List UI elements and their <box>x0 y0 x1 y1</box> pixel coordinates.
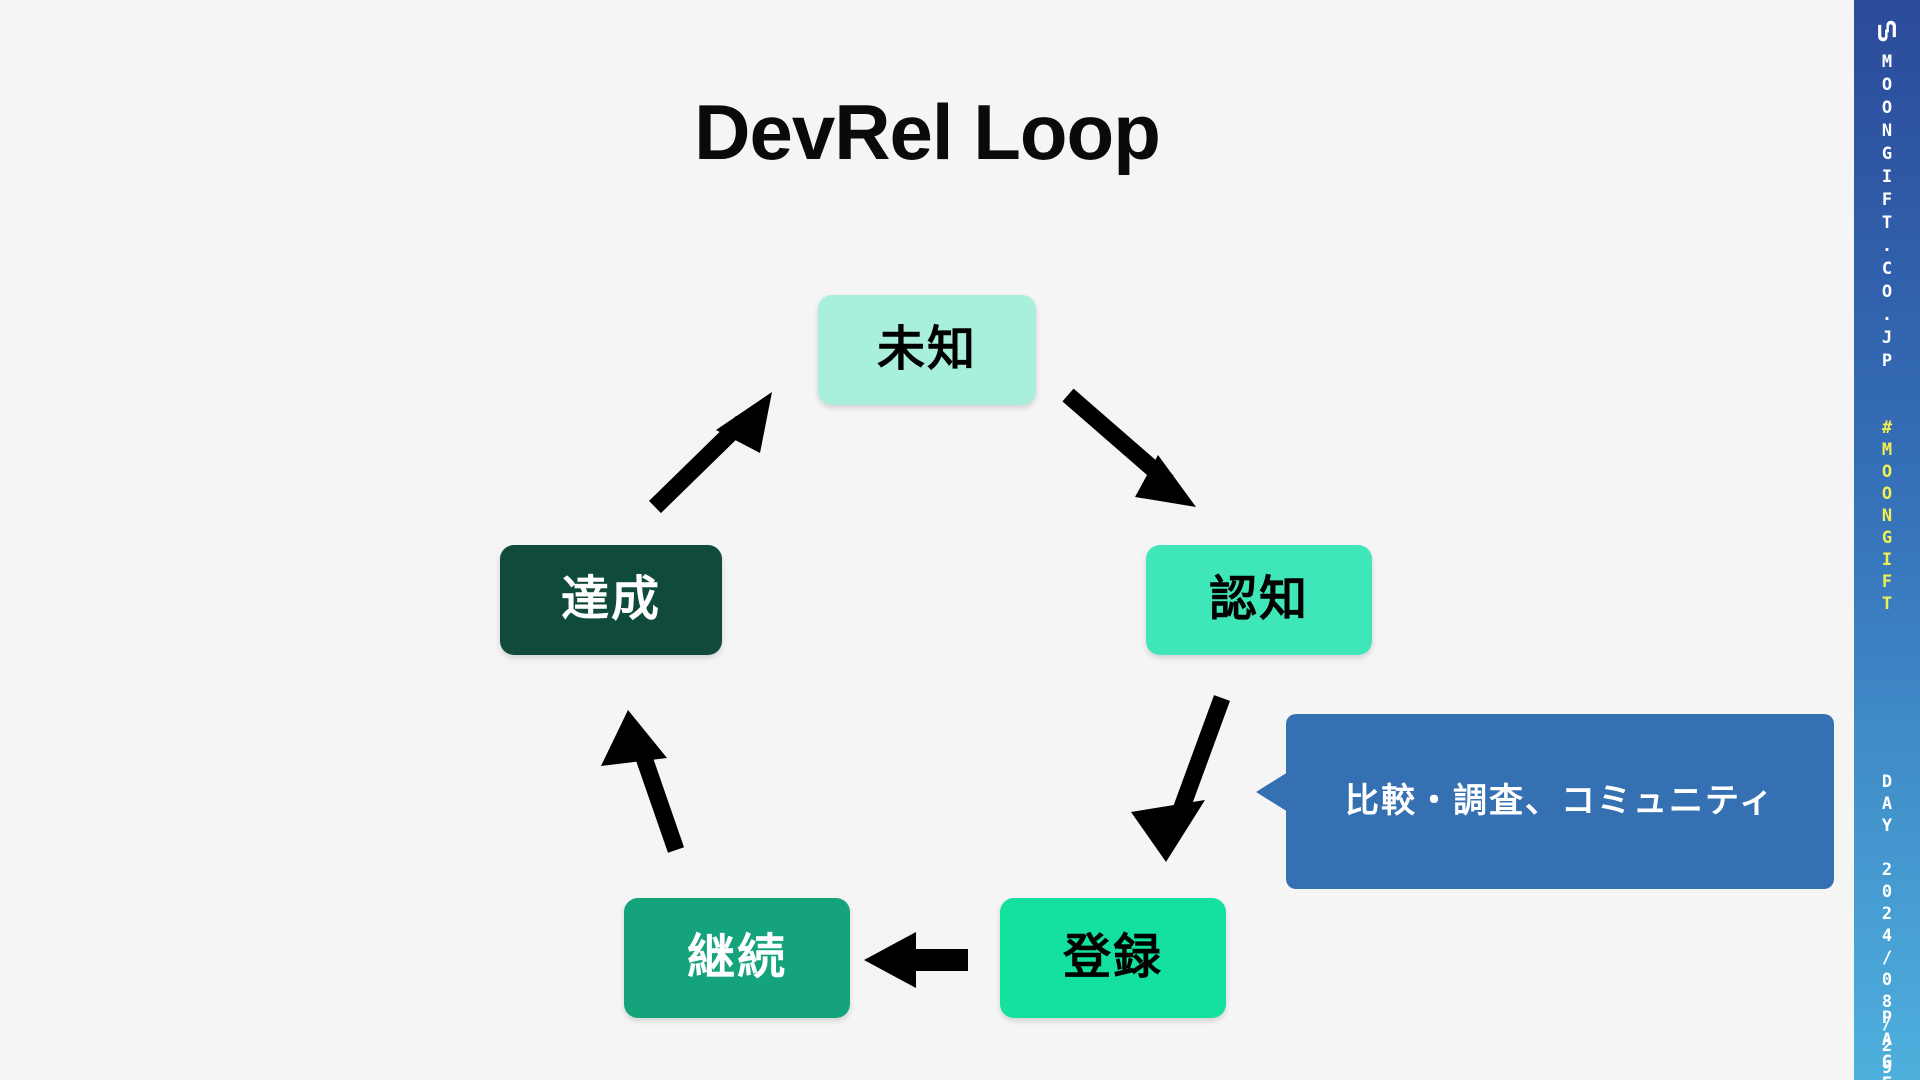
sidebar-brand-text: MOONGIFT.CO.JP <box>1877 52 1897 374</box>
sidebar-page-text: PAGE 23 / 09 <box>1877 1008 1897 1080</box>
cycle-node-ninchi[interactable]: 認知 <box>1146 545 1372 655</box>
cycle-node-label: 未知 <box>876 323 977 376</box>
moongift-logo-icon <box>1878 20 1896 42</box>
cycle-node-label: 認知 <box>1208 573 1309 626</box>
sidebar-brand-block: MOONGIFT.CO.JP <box>1854 16 1920 374</box>
sidebar-hashtag-text: #MOONGIFT <box>1877 418 1897 616</box>
cycle-node-tassei[interactable]: 達成 <box>500 545 722 655</box>
cycle-node-toroku[interactable]: 登録 <box>1000 898 1226 1018</box>
cycle-arrows <box>601 388 1230 988</box>
arrow-michi-to-ninchi <box>1062 388 1196 507</box>
sidebar-day-text: DAY 2024/08/29 <box>1877 772 1897 1080</box>
cycle-node-label: 達成 <box>560 573 661 626</box>
callout-text: 比較・調査、コミュニティ <box>1345 782 1775 821</box>
callout-tail <box>1256 772 1288 812</box>
annotation-callout[interactable]: 比較・調査、コミュニティ <box>1256 714 1834 889</box>
cycle-node-keizoku[interactable]: 継続 <box>624 898 850 1018</box>
cycle-node-label: 登録 <box>1062 931 1163 984</box>
brand-sidebar: MOONGIFT.CO.JP #MOONGIFT DAY 2024/08/29 … <box>1854 0 1920 1080</box>
devrel-loop-diagram: 未知 認知 登録 継続 達成 比較・調査、コミュニティ <box>500 295 1834 1018</box>
slide-canvas: DevRel Loop <box>500 88 1834 1018</box>
cycle-node-label: 継続 <box>686 931 787 984</box>
cycle-node-michi[interactable]: 未知 <box>818 295 1036 405</box>
arrow-toroku-to-keizoku <box>864 932 968 988</box>
arrow-keizoku-to-tassei <box>601 710 685 853</box>
arrow-ninchi-to-toroku <box>1131 695 1230 862</box>
sidebar-day: DAY 2024/08/29 <box>1854 772 1920 1080</box>
arrow-tassei-to-michi <box>649 392 772 514</box>
sidebar-hashtag: #MOONGIFT <box>1854 418 1920 621</box>
page-title: DevRel Loop <box>694 88 1161 176</box>
sidebar-page-number: PAGE 23 / 09 <box>1854 1008 1920 1080</box>
